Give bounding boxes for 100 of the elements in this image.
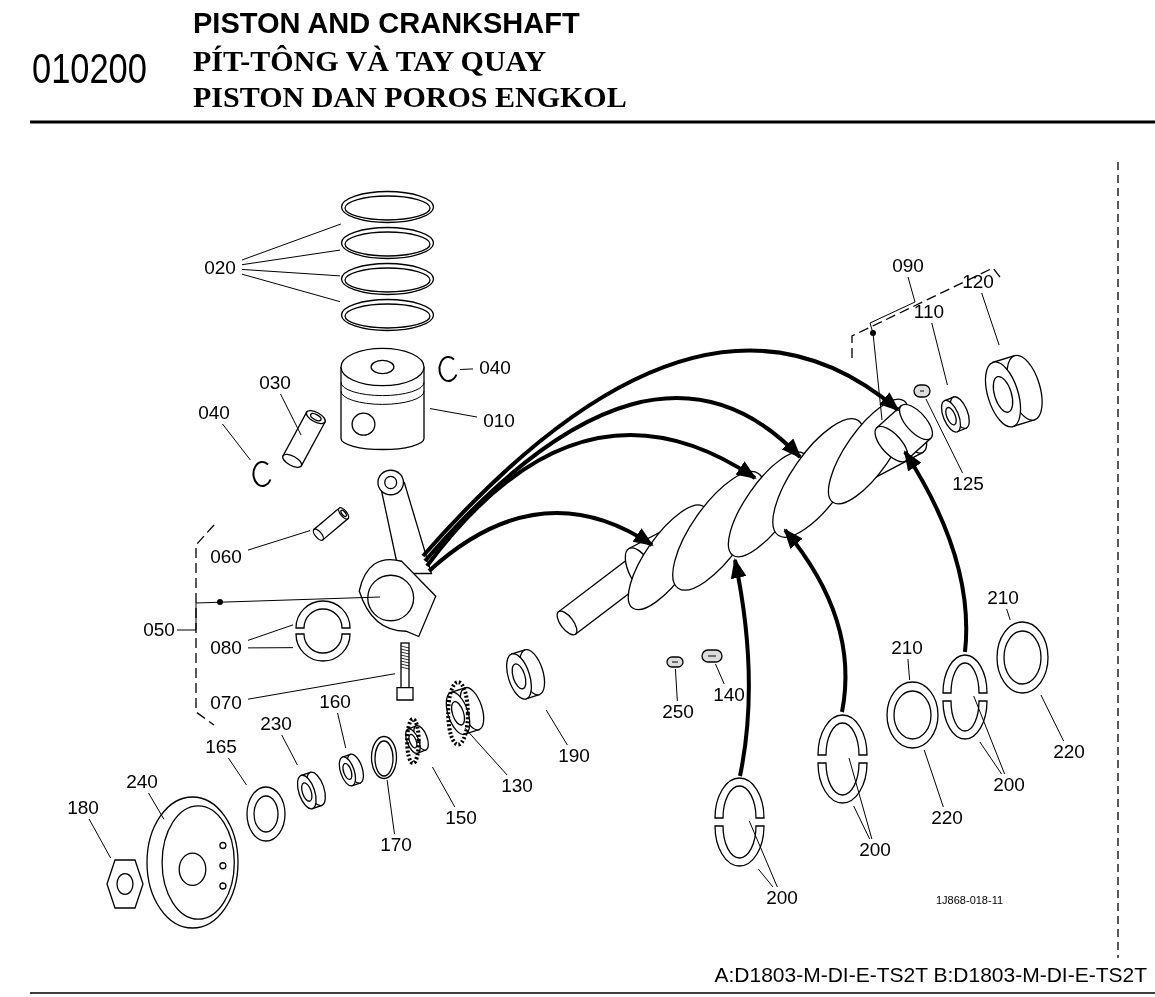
assembly-arrow xyxy=(425,433,757,568)
leader-line xyxy=(925,398,964,474)
section-code: 010200 xyxy=(32,46,147,92)
bolt-drawing xyxy=(395,642,415,702)
leader-line xyxy=(853,805,871,840)
leader-line xyxy=(429,408,478,418)
nut-drawing xyxy=(105,858,145,910)
callout-number: 070 xyxy=(204,692,248,714)
circlip-drawing xyxy=(250,460,274,490)
callout-number: 110 xyxy=(907,301,951,323)
circlip-drawing xyxy=(436,355,460,385)
callout-number: 150 xyxy=(439,807,483,829)
leader-line xyxy=(907,658,911,681)
leader-line xyxy=(979,741,1003,775)
callout-number: 220 xyxy=(1047,741,1091,763)
leader-line xyxy=(247,673,396,700)
leader-line xyxy=(1006,608,1011,621)
leader-line xyxy=(247,530,311,551)
callout-number: 250 xyxy=(656,701,700,723)
callout-number: 050 xyxy=(137,619,181,641)
callout-number: 190 xyxy=(552,745,596,767)
model-note: A:D1803-M-DI-E-TS2T B:D1803-M-DI-E-TS2T xyxy=(714,962,1147,988)
callout-number: 040 xyxy=(192,402,236,424)
leader-line xyxy=(869,276,916,421)
callout-number: 210 xyxy=(885,637,929,659)
assembly-arrow xyxy=(903,450,969,653)
title: PISTON AND CRANKSHAFT xyxy=(193,6,580,40)
callout-number: 210 xyxy=(981,587,1025,609)
ring-drawing xyxy=(340,262,435,296)
leader-line xyxy=(247,624,294,641)
callout-number: 060 xyxy=(204,546,248,568)
key-drawing xyxy=(700,648,724,664)
ring-drawing xyxy=(370,735,398,780)
callout-number: 165 xyxy=(199,736,243,758)
leader-line xyxy=(973,695,1006,775)
leader-line xyxy=(247,647,294,649)
leader-line xyxy=(281,734,298,766)
callout-number: 240 xyxy=(120,771,164,793)
callout-number: 230 xyxy=(254,713,298,735)
leader-line xyxy=(176,596,381,631)
assembly-arrow xyxy=(427,511,654,573)
callout-number: 010 xyxy=(477,410,521,432)
bearing-shell-drawing xyxy=(940,652,990,696)
leader-line xyxy=(88,818,112,859)
key-drawing xyxy=(912,383,932,399)
assembly-arrow xyxy=(730,558,751,777)
leader-line xyxy=(148,792,165,820)
ring-drawing xyxy=(340,298,435,332)
leader-line xyxy=(923,749,944,808)
callout-number: 200 xyxy=(987,774,1031,796)
leader-line xyxy=(748,820,778,888)
callout-number: 170 xyxy=(374,834,418,856)
leader-line xyxy=(459,368,474,370)
callout-number: 220 xyxy=(925,807,969,829)
assembly-arrow xyxy=(783,528,848,713)
assembly-arrow xyxy=(421,348,900,558)
bearing-shell-drawing xyxy=(712,823,767,869)
leader-line xyxy=(757,868,774,888)
subtitle: PÍT-TÔNG VÀ TAY QUAY xyxy=(193,44,547,78)
callout-number: 200 xyxy=(760,887,804,909)
callout-number: 140 xyxy=(707,684,751,706)
leader-line xyxy=(931,322,948,386)
subtitle: PISTON DAN POROS ENGKOL xyxy=(193,80,627,114)
callout-number: 130 xyxy=(495,775,539,797)
callout-number: 180 xyxy=(61,797,105,819)
callout-number: 160 xyxy=(313,691,357,713)
leader-line xyxy=(337,712,347,749)
leader-line xyxy=(1040,694,1065,742)
washer-drawing xyxy=(995,620,1050,695)
leader-line xyxy=(222,423,251,461)
callout-number: 040 xyxy=(473,357,517,379)
bearing-shell-drawing xyxy=(815,760,870,806)
bearing-shell-drawing xyxy=(940,698,990,742)
leader-line xyxy=(848,757,873,840)
bearing-shell-drawing xyxy=(293,598,353,631)
washer-drawing xyxy=(245,785,287,843)
leader-line xyxy=(280,393,302,436)
key-drawing xyxy=(665,655,685,669)
pin-drawing xyxy=(310,505,352,543)
bearing-shell-drawing xyxy=(293,631,353,664)
callout-number: 090 xyxy=(886,255,930,277)
bearing-shell-drawing xyxy=(712,775,767,821)
leader-line xyxy=(386,779,395,835)
callout-number: 125 xyxy=(946,473,990,495)
bearing-shell-drawing xyxy=(815,712,870,758)
drawing-number: 1J868-018-11 xyxy=(936,893,1004,907)
leader-line xyxy=(241,273,341,303)
callout-number: 030 xyxy=(253,372,297,394)
callout-number: 080 xyxy=(204,637,248,659)
leader-line xyxy=(241,223,342,261)
callout-number: 020 xyxy=(198,257,242,279)
ring-drawing xyxy=(340,190,435,224)
leader-line xyxy=(674,668,678,702)
leader-line xyxy=(241,249,341,266)
leader-line xyxy=(981,292,1000,346)
leader-line xyxy=(227,757,247,786)
leader-line xyxy=(545,709,568,746)
assembly-arrow xyxy=(423,396,802,563)
washer-drawing xyxy=(885,680,940,750)
leader-line xyxy=(715,663,725,685)
